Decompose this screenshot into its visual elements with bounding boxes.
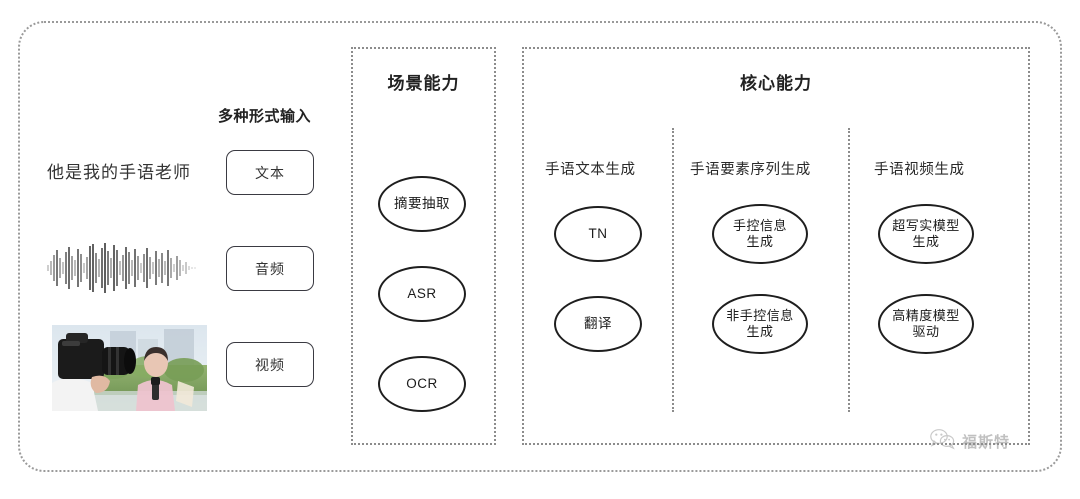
node-translation[interactable]: 翻译 <box>554 296 642 352</box>
node-high-precision-model-driving-line2: 驱动 <box>912 324 940 339</box>
node-non-manual-info-generation-line1: 非手控信息 <box>726 307 794 323</box>
outer-frame <box>18 21 1062 472</box>
node-high-precision-model-driving-line1: 高精度模型 <box>892 307 960 323</box>
watermark: 福斯特 <box>930 428 1010 455</box>
audio-waveform-icon <box>44 238 202 298</box>
sample-text-label: 他是我的手语老师 <box>47 163 191 182</box>
modality-pill-text[interactable]: 文本 <box>226 150 314 195</box>
core-column-divider-2 <box>848 128 850 412</box>
modality-pill-video-label: 视频 <box>255 356 285 373</box>
modality-pill-audio-label: 音频 <box>255 260 285 277</box>
video-thumbnail-icon <box>52 325 207 411</box>
node-manual-info-generation-line2: 生成 <box>746 234 774 249</box>
scene-panel-title: 场景能力 <box>387 74 460 93</box>
node-ocr[interactable]: OCR <box>378 356 466 412</box>
node-summary-extraction[interactable]: 摘要抽取 <box>378 176 466 232</box>
watermark-text: 福斯特 <box>962 434 1011 451</box>
modality-pill-audio[interactable]: 音频 <box>226 246 314 291</box>
node-tn-label: TN <box>588 225 608 241</box>
core-column-header-text-generation: 手语文本生成 <box>545 162 636 178</box>
node-manual-info-generation-line1: 手控信息 <box>732 217 787 233</box>
node-non-manual-info-generation[interactable]: 非手控信息 生成 <box>712 294 808 354</box>
wechat-icon <box>930 428 956 455</box>
node-hyperrealistic-model-generation[interactable]: 超写实模型 生成 <box>878 204 974 264</box>
input-section-heading: 多种形式输入 <box>218 108 312 125</box>
core-panel-title: 核心能力 <box>740 74 812 93</box>
node-hyperrealistic-model-generation-line2: 生成 <box>912 234 940 249</box>
core-capability-panel: 核心能力 <box>522 47 1030 445</box>
node-high-precision-model-driving[interactable]: 高精度模型 驱动 <box>878 294 974 354</box>
core-column-header-video-generation: 手语视频生成 <box>874 162 965 178</box>
node-asr-label: ASR <box>407 285 437 301</box>
node-ocr-label: OCR <box>406 375 438 391</box>
node-non-manual-info-generation-line2: 生成 <box>746 324 774 339</box>
modality-pill-video[interactable]: 视频 <box>226 342 314 387</box>
node-summary-extraction-label: 摘要抽取 <box>394 195 450 211</box>
core-column-header-element-sequence: 手语要素序列生成 <box>690 162 811 178</box>
node-manual-info-generation[interactable]: 手控信息 生成 <box>712 204 808 264</box>
node-translation-label: 翻译 <box>584 315 612 331</box>
node-hyperrealistic-model-generation-line1: 超写实模型 <box>892 217 960 233</box>
core-column-divider-1 <box>672 128 674 412</box>
node-tn[interactable]: TN <box>554 206 642 262</box>
node-asr[interactable]: ASR <box>378 266 466 322</box>
modality-pill-text-label: 文本 <box>255 164 285 181</box>
